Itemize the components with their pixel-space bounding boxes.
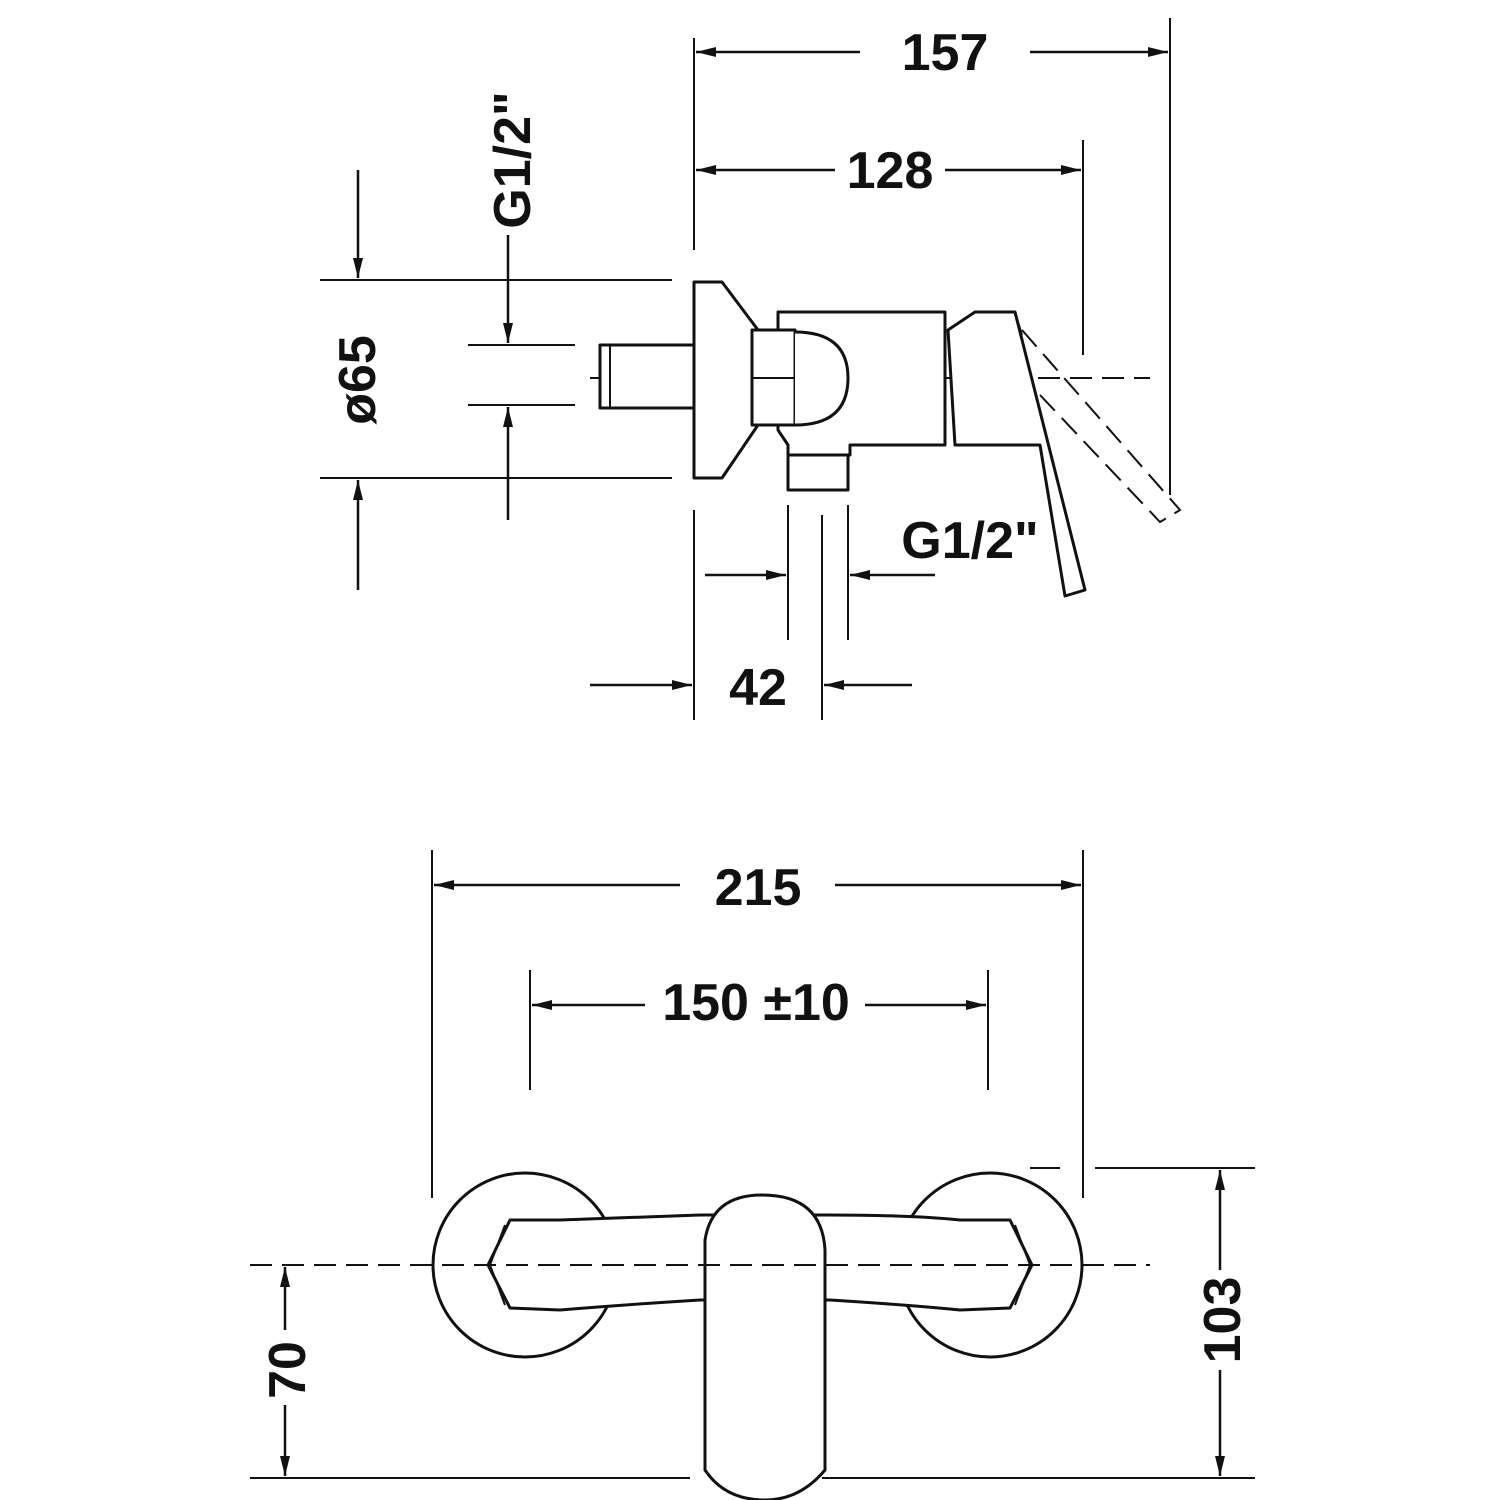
dimension-128: 128	[696, 140, 1084, 355]
dimension-label: 103	[1194, 1277, 1252, 1364]
dimension-157: 157	[693, 18, 1171, 495]
mixer-front-outline	[431, 1171, 1084, 1500]
dimension-label: G1/2"	[901, 512, 1038, 570]
dimension-label: 150 ±10	[662, 974, 850, 1032]
front-view: 215 150 ±10 70	[250, 850, 1255, 1500]
dimension-42: 42	[590, 510, 912, 720]
dimension-label: G1/2"	[484, 91, 542, 228]
dimension-label: 157	[902, 24, 989, 82]
dimension-label: ø65	[329, 335, 387, 425]
mixer-side-outline	[598, 280, 1182, 598]
side-view: 157 128 ø65 G1/2"	[320, 18, 1182, 720]
dimension-inlet-thread: G1/2"	[468, 91, 575, 520]
dimension-label: 128	[847, 142, 934, 200]
dimension-215: 215	[431, 850, 1084, 1198]
dimension-label: 215	[715, 859, 802, 917]
dimension-150: 150 ±10	[529, 970, 989, 1090]
dimension-outlet-thread: G1/2"	[705, 505, 1039, 640]
dimension-label: 70	[259, 1341, 317, 1399]
dimension-diameter-65: ø65	[320, 170, 672, 590]
dimension-103: 103	[1030, 1167, 1255, 1476]
dimension-70: 70	[259, 1267, 317, 1476]
dimension-label: 42	[729, 659, 787, 717]
